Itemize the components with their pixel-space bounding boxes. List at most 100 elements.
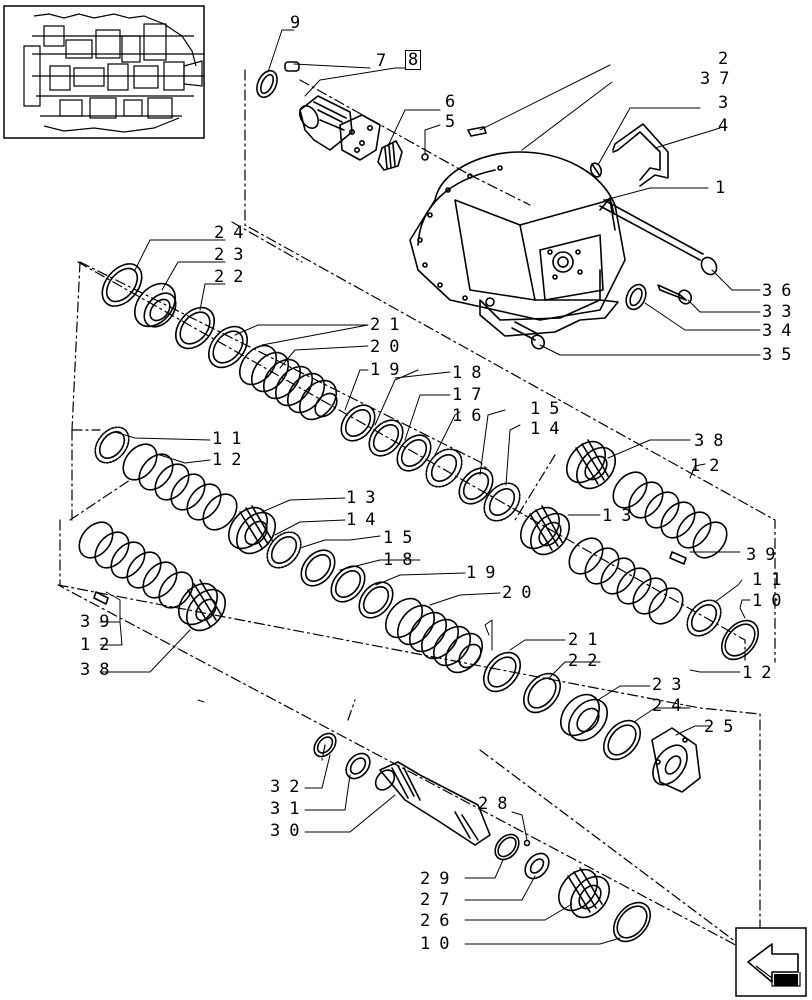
- callout-13: 13: [346, 488, 385, 508]
- part-38-gear-upper: [565, 439, 617, 490]
- small-tick: [197, 699, 205, 703]
- part-19-ring-left: [358, 581, 394, 619]
- part-32-snap-ring: [313, 732, 337, 758]
- callout-18: 18: [452, 363, 491, 383]
- callout-34: 34: [762, 321, 801, 341]
- part-12-spring-lower-left: [78, 521, 194, 609]
- part-9-ring: [256, 69, 278, 99]
- callout-36: 36: [762, 281, 801, 301]
- callout-35: 35: [762, 345, 801, 365]
- part-33-bolt: [657, 284, 693, 305]
- callout-10: 10: [420, 934, 459, 954]
- callout-25: 25: [704, 717, 743, 737]
- part-12-spring-right-upper: [612, 471, 728, 559]
- part-25-hub: [651, 727, 701, 793]
- part-36-bolt: [599, 199, 718, 276]
- callout-14: 14: [530, 419, 569, 439]
- leader-lines: [99, 29, 761, 945]
- callout-13: 13: [602, 506, 641, 526]
- part-17-ring: [396, 434, 432, 472]
- part-29-snap-ring: [494, 833, 520, 861]
- callout-15: 15: [530, 399, 569, 419]
- callout-24: 24: [214, 223, 253, 243]
- part-10-snap-ring-right: [720, 619, 760, 661]
- part-23-bearing: [134, 282, 177, 328]
- part-31-washer: [345, 752, 371, 780]
- part-35-bolt: [511, 321, 546, 350]
- callout-38: 38: [694, 431, 733, 451]
- callout-24: 24: [652, 696, 691, 716]
- callout-27: 27: [420, 890, 459, 910]
- part-6-bearing: [377, 140, 403, 171]
- callout-21: 21: [568, 630, 607, 650]
- callout-32: 32: [270, 777, 309, 797]
- callout-22: 22: [214, 267, 253, 287]
- part-21-ring-lower: [482, 651, 522, 693]
- transmission-thumbnail: [3, 5, 205, 139]
- callout-4: 4: [718, 116, 738, 136]
- part-14-toothed-disc: [483, 482, 521, 522]
- callout-20: 20: [370, 337, 409, 357]
- part-1-housing: [409, 151, 626, 337]
- callout-23: 23: [214, 245, 253, 265]
- callout-23: 23: [652, 675, 691, 695]
- part-15-ring-left: [300, 549, 336, 587]
- callout-7: 7: [376, 51, 396, 71]
- part-26-gear: [557, 867, 611, 919]
- callout-9: 9: [290, 13, 310, 33]
- part-4-tube: [612, 123, 669, 187]
- callout-19: 19: [370, 360, 409, 380]
- part-22-ring-lower: [522, 672, 562, 714]
- part-24-ring: [101, 263, 143, 307]
- part-39-pin-left: [93, 591, 109, 605]
- callout-12: 12: [690, 456, 729, 476]
- part-24-ring-lower: [602, 719, 642, 761]
- part-16-toothed-disc: [425, 448, 463, 488]
- part-20-spring-stack-lower: [384, 597, 484, 674]
- part-27-washer: [524, 852, 550, 880]
- navigation-arrow-icon: [735, 927, 807, 997]
- callout-16: 16: [452, 406, 491, 426]
- callout-26: 26: [420, 911, 459, 931]
- callout-12: 12: [80, 635, 119, 655]
- part-11-toothed-disc-right: [686, 599, 722, 637]
- part-20-spring-stack: [238, 344, 338, 421]
- part-15-ring: [458, 467, 494, 505]
- callout-14: 14: [346, 510, 385, 530]
- part-30-shaft: [374, 761, 491, 846]
- part-12-spring-left: [122, 443, 238, 531]
- callout-18: 18: [383, 550, 422, 570]
- part-28-ball: [523, 839, 531, 847]
- part-3-sleeve: [589, 162, 603, 178]
- callout-10: 10: [752, 591, 791, 611]
- part-18-ring: [368, 419, 404, 457]
- callout-15: 15: [383, 528, 422, 548]
- part-10-snap-ring-bottom: [612, 901, 652, 943]
- part-18-ring-left: [330, 565, 366, 603]
- part-34-ring: [625, 283, 647, 311]
- callout-19: 19: [466, 563, 505, 583]
- part-8-valve-assembly: [299, 95, 381, 161]
- callout-12: 12: [212, 450, 251, 470]
- callout-3: 3: [718, 93, 738, 113]
- callout-33: 33: [762, 302, 801, 322]
- callout-6: 6: [445, 92, 465, 112]
- part-11-toothed-disc: [94, 426, 130, 464]
- part-2-pin: [467, 126, 487, 137]
- part-38-gear-lower: [177, 579, 227, 632]
- next-page-button[interactable]: [736, 928, 806, 996]
- callout-22: 22: [568, 651, 607, 671]
- part-39-pin-right: [669, 551, 687, 565]
- callout-38: 38: [80, 660, 119, 680]
- callout-39: 39: [746, 545, 785, 565]
- part-13-gear-right: [519, 505, 571, 556]
- part-7-pin: [284, 61, 300, 72]
- part-12-spring-right-lower: [568, 537, 684, 625]
- part-19-ring: [340, 404, 376, 442]
- callout-20: 20: [502, 583, 541, 603]
- part-13-gear: [227, 505, 277, 555]
- callout-11: 11: [212, 429, 251, 449]
- callout-31: 31: [270, 799, 309, 819]
- callout-11: 11: [752, 570, 791, 590]
- callout-17: 17: [452, 385, 491, 405]
